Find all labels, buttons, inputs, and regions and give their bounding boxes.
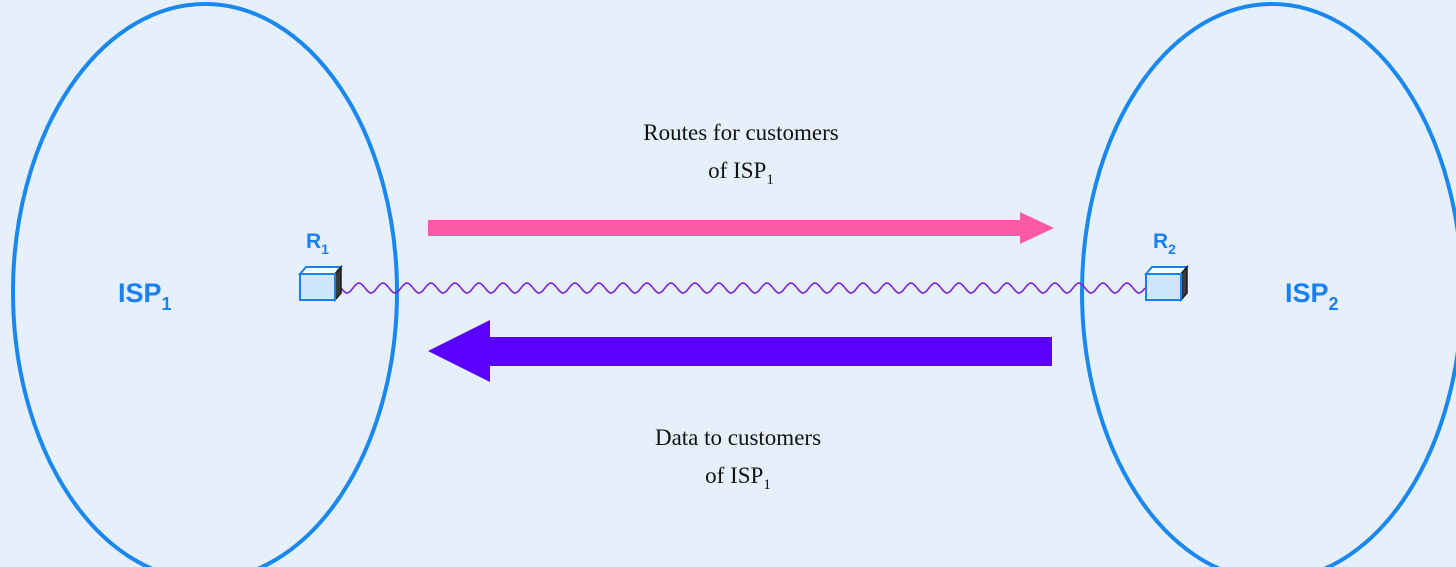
router1-label: R1 [306,230,329,257]
router2-label: R2 [1153,230,1176,257]
routes-caption-subscript: 1 [766,172,774,188]
isp2-ellipse [1080,2,1456,567]
data-caption-line2: of ISP1 [705,463,771,493]
data-caption-line1: Data to customers [655,425,821,450]
router2-icon [1143,264,1190,303]
link-wavy-line [340,282,1146,294]
routes-caption-line1: Routes for customers [643,120,839,145]
data-caption-isp: of ISP [705,463,763,488]
routes-arrow [428,212,1054,244]
isp2-label: ISP2 [1285,278,1339,314]
router1-name: R [306,230,321,253]
isp1-name: ISP [118,278,162,308]
data-arrow [428,320,1052,382]
data-caption-subscript: 1 [763,477,771,493]
routes-caption-isp: of ISP [708,158,766,183]
routes-caption-line2: of ISP1 [708,158,774,188]
isp2-subscript: 2 [1329,294,1339,314]
isp1-label: ISP1 [118,278,172,314]
router1-icon [297,264,344,303]
router2-subscript: 2 [1168,241,1176,257]
isp1-subscript: 1 [162,294,172,314]
router1-subscript: 1 [321,241,329,257]
isp2-name: ISP [1285,278,1329,308]
router2-name: R [1153,230,1168,253]
